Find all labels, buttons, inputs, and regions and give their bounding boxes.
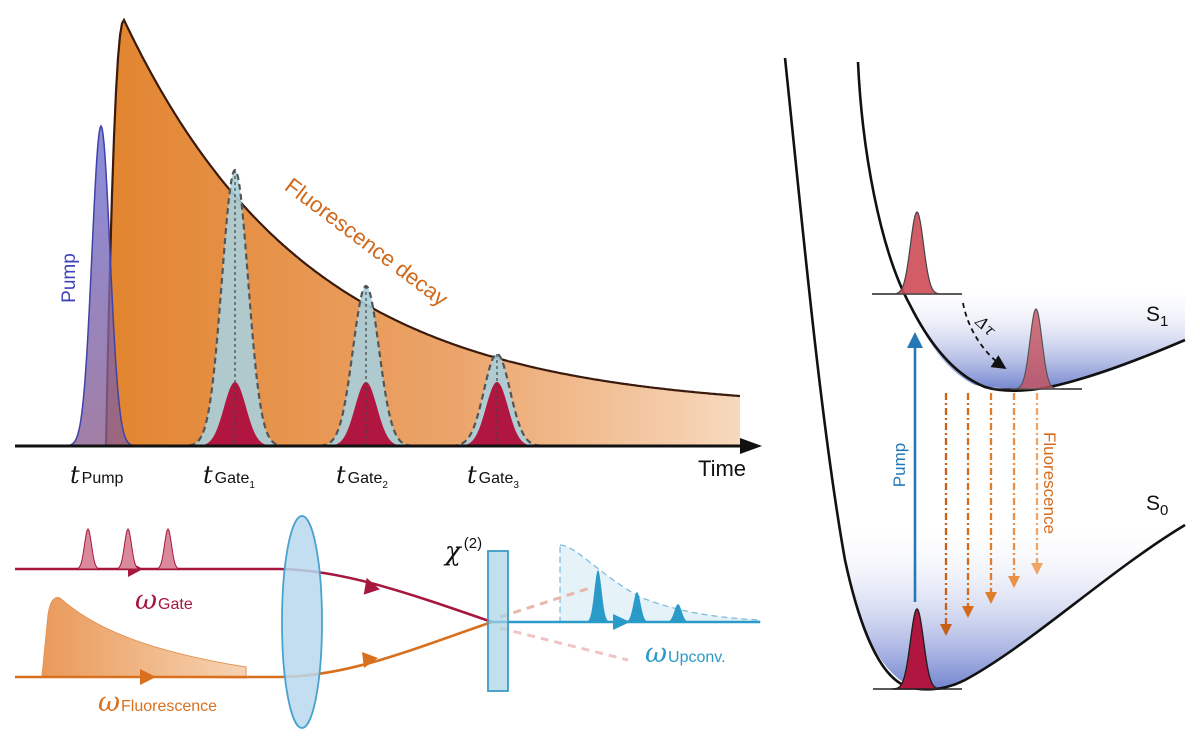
- gate-beam: [15, 567, 493, 624]
- relaxed-wavepacket: [1011, 308, 1061, 390]
- s0-well-fill: [835, 520, 1185, 688]
- upconverted-pulses: [586, 570, 690, 622]
- ground-state-wavepacket: [892, 608, 942, 690]
- time-axis-arrowhead: [740, 438, 762, 454]
- fluorescence-arrowhead-2: [962, 606, 974, 618]
- s1-label: S1: [1146, 303, 1168, 330]
- s0-potential-curve: [783, 57, 1186, 691]
- gate-beam-pulse-1: [75, 528, 101, 570]
- s0-label: S0: [1146, 492, 1168, 519]
- fluorescence-emission-arrows: [940, 393, 1043, 636]
- gate-beam-pulse-3: [155, 528, 181, 570]
- energy-pump-label: Pump: [890, 443, 909, 487]
- pump-pulse: [60, 124, 142, 447]
- fluorescence-arrowhead-5: [1031, 563, 1043, 575]
- fluorescence-arrowhead-4: [1008, 576, 1020, 588]
- fluorescence-decay-area: [106, 20, 740, 446]
- energy-fluorescence-label: Fluorescence: [1040, 432, 1059, 534]
- fluorescence-arrowhead-1: [940, 624, 952, 636]
- relaxation-arrow: [962, 302, 1007, 369]
- s1-well-fill: [905, 283, 1185, 389]
- pump-excitation-arrowhead: [907, 332, 923, 348]
- excited-wavepacket: [892, 211, 942, 295]
- upconverted-pulse-3: [666, 604, 690, 622]
- nonlinear-crystal: [487, 550, 509, 692]
- gate-beam-arrow: [363, 577, 380, 595]
- energy-diagram-panel: Pump Δτ Fluorescence S1 S0: [783, 57, 1186, 691]
- fluorescence-arrowhead-3: [985, 592, 997, 604]
- time-axis-label: Time: [698, 456, 746, 481]
- upconverted-pulse-1: [586, 570, 610, 622]
- gate-beam-pulses: [75, 528, 181, 570]
- fluorescence-beam-arrow: [140, 669, 156, 685]
- residual-gate-beam: [499, 586, 591, 619]
- upconverted-pulse-2: [625, 592, 649, 622]
- chi2-label: χ(2): [443, 535, 482, 567]
- omega-upconv-label: ωUpconv.: [645, 638, 726, 669]
- gate-pulse-1: [195, 382, 275, 446]
- s1-potential-curve: [856, 61, 1186, 393]
- omega-fluorescence-label: ωFluorescence: [98, 687, 217, 718]
- pump-label: Pump: [59, 253, 80, 303]
- upconverted-envelope: [559, 544, 761, 623]
- focusing-lens: [281, 515, 323, 729]
- gate-pulses: [188, 168, 544, 448]
- gate-beam-pulse-2: [115, 528, 141, 570]
- fluorescence-beam-arrow-2: [362, 652, 378, 668]
- fluorescence-decay-curve: [104, 17, 741, 447]
- fluorescence-beam-profile: [41, 597, 247, 679]
- omega-gate-label: ωGate: [135, 585, 193, 616]
- wavepackets: [892, 211, 1061, 690]
- residual-fluorescence-beam: [499, 626, 629, 662]
- optical-setup-panel: χ(2) ωGate ωFluorescence ωUpconv.: [15, 515, 761, 729]
- upconverted-beam-arrow: [613, 614, 630, 630]
